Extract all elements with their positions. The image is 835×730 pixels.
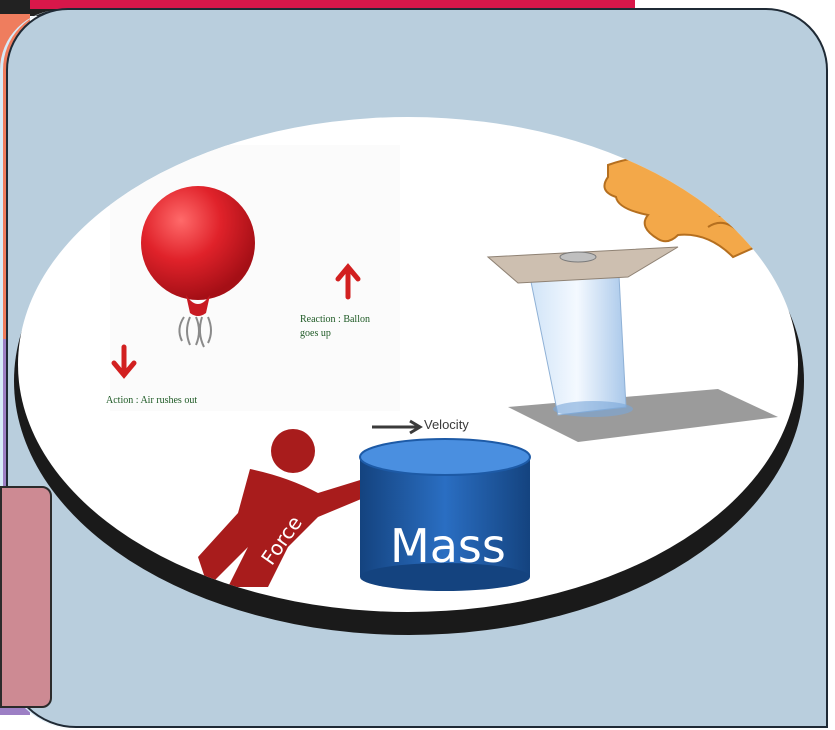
up-arrow-icon [335, 263, 361, 300]
action-label: Action : Air rushes out [106, 395, 197, 406]
mass-cylinder-icon: Mass [359, 438, 531, 591]
glass-coin-experiment [486, 246, 778, 442]
reaction-label-line2: goes up [300, 328, 331, 339]
velocity-label: Velocity [424, 417, 469, 432]
down-arrow-icon [111, 344, 137, 379]
panel-shadow [0, 10, 835, 730]
reaction-label: Reaction : Ballon [300, 314, 370, 325]
hand-icon [603, 156, 780, 259]
side-pink-card [0, 486, 52, 708]
header-accent-line [30, 0, 635, 9]
physics-illustration: Reaction : Ballon goes up Action : Air r… [106, 145, 780, 591]
force-figure-icon: Force [198, 429, 370, 587]
balloon-icon [141, 186, 255, 348]
illustration-ellipse: Reaction : Ballon goes up Action : Air r… [18, 117, 798, 612]
velocity-arrow-icon [372, 419, 423, 435]
mass-label: Mass [390, 519, 506, 573]
